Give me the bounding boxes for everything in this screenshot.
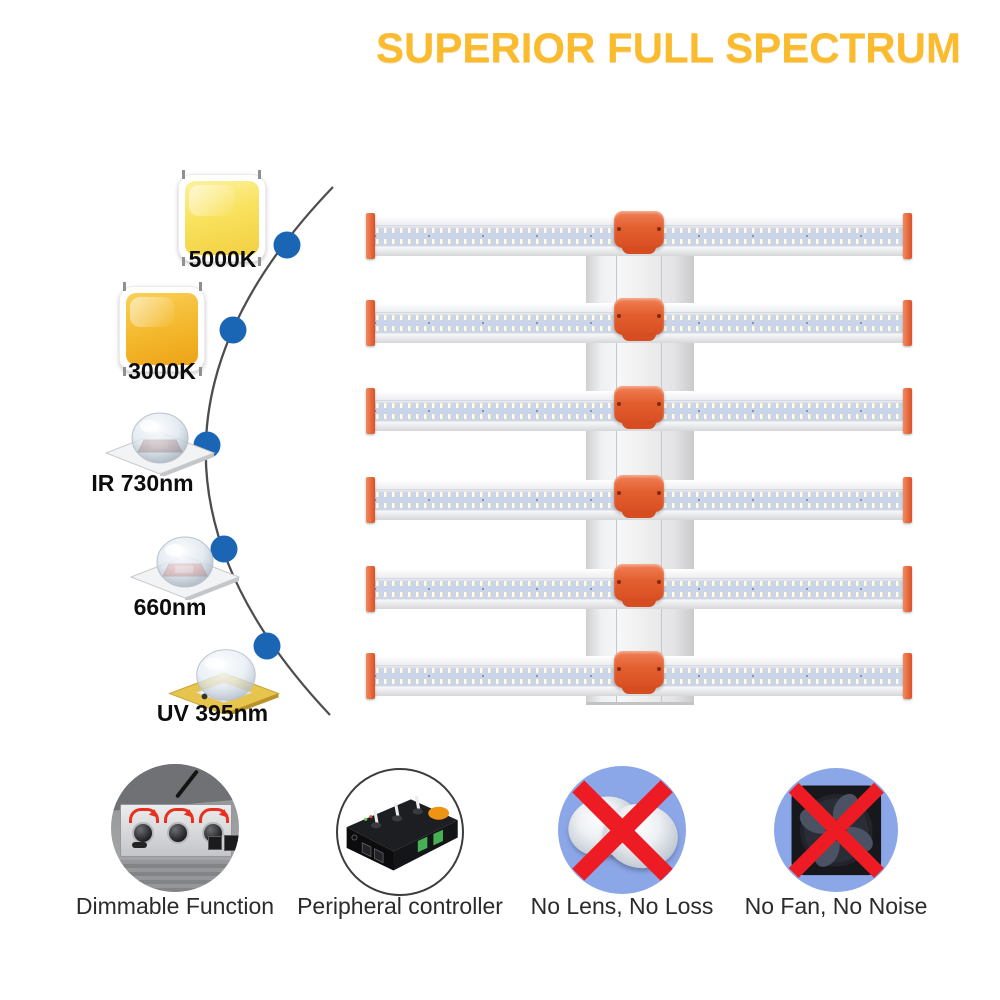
- 660nm-led-icon: [129, 536, 241, 600]
- feature-label-controller: Peripheral controller: [297, 893, 503, 919]
- chip-3000k-icon: [119, 282, 205, 376]
- driver-panel: [119, 803, 233, 857]
- dimmer-knob: [128, 808, 159, 845]
- led-light-bar-6: [366, 651, 912, 699]
- bar-center-connector: [614, 564, 664, 607]
- feature-label-dimmable: Dimmable Function: [75, 893, 275, 919]
- ir-730nm-label: IR 730nm: [91, 470, 194, 496]
- chip-5000k-icon: [178, 170, 266, 266]
- rj-ports: [208, 835, 223, 850]
- bar-center-connector: [614, 211, 664, 254]
- led-light-bar-4: [366, 475, 912, 523]
- 660nm-label: 660nm: [133, 594, 207, 620]
- peripheral-controller-icon: [336, 768, 464, 896]
- feature-label-no-fan: No Fan, No Noise: [744, 893, 928, 919]
- bar-end-cap-left: [366, 300, 375, 346]
- bar-end-cap-left: [366, 477, 375, 523]
- uv-395nm-label: UV 395nm: [156, 700, 269, 726]
- led-light-bar-1: [366, 211, 912, 259]
- led-light-bar-2: [366, 298, 912, 346]
- bar-end-cap-right: [903, 213, 912, 259]
- chip-5000k-die: [185, 181, 259, 255]
- bar-end-cap-right: [903, 300, 912, 346]
- bar-end-cap-right: [903, 388, 912, 434]
- chip-5000k-label: 5000K: [188, 246, 257, 272]
- chip-3000k-die: [126, 293, 198, 365]
- bar-end-cap-right: [903, 653, 912, 699]
- feature-label-no-lens: No Lens, No Loss: [530, 893, 714, 919]
- bar-center-connector: [614, 651, 664, 694]
- controller-box-icon: [346, 796, 458, 871]
- ir-730nm-led-icon: [104, 412, 216, 476]
- chip-3000k-label: 3000K: [128, 358, 196, 384]
- bar-end-cap-left: [366, 388, 375, 434]
- bar-end-cap-left: [366, 653, 375, 699]
- heatsink-ridges: [111, 860, 239, 892]
- no-fan-icon: [774, 768, 898, 892]
- fan-icon: [788, 782, 884, 878]
- led-light-bar-3: [366, 386, 912, 434]
- led-light-bar-5: [366, 564, 912, 612]
- uv-395nm-led-icon: [168, 649, 280, 714]
- bar-end-cap-right: [903, 477, 912, 523]
- panel-switch: [131, 841, 147, 848]
- bar-end-cap-right: [903, 566, 912, 612]
- dimmable-function-icon: [111, 764, 239, 892]
- bar-center-connector: [614, 386, 664, 429]
- page-title: SUPERIOR FULL SPECTRUM: [376, 24, 961, 71]
- dimmer-knob: [164, 808, 195, 845]
- bar-end-cap-left: [366, 566, 375, 612]
- bar-center-connector: [614, 298, 664, 341]
- no-lens-icon: [558, 766, 686, 894]
- bar-end-cap-left: [366, 213, 375, 259]
- red-cross-mark: [563, 771, 681, 889]
- bar-center-connector: [614, 475, 664, 518]
